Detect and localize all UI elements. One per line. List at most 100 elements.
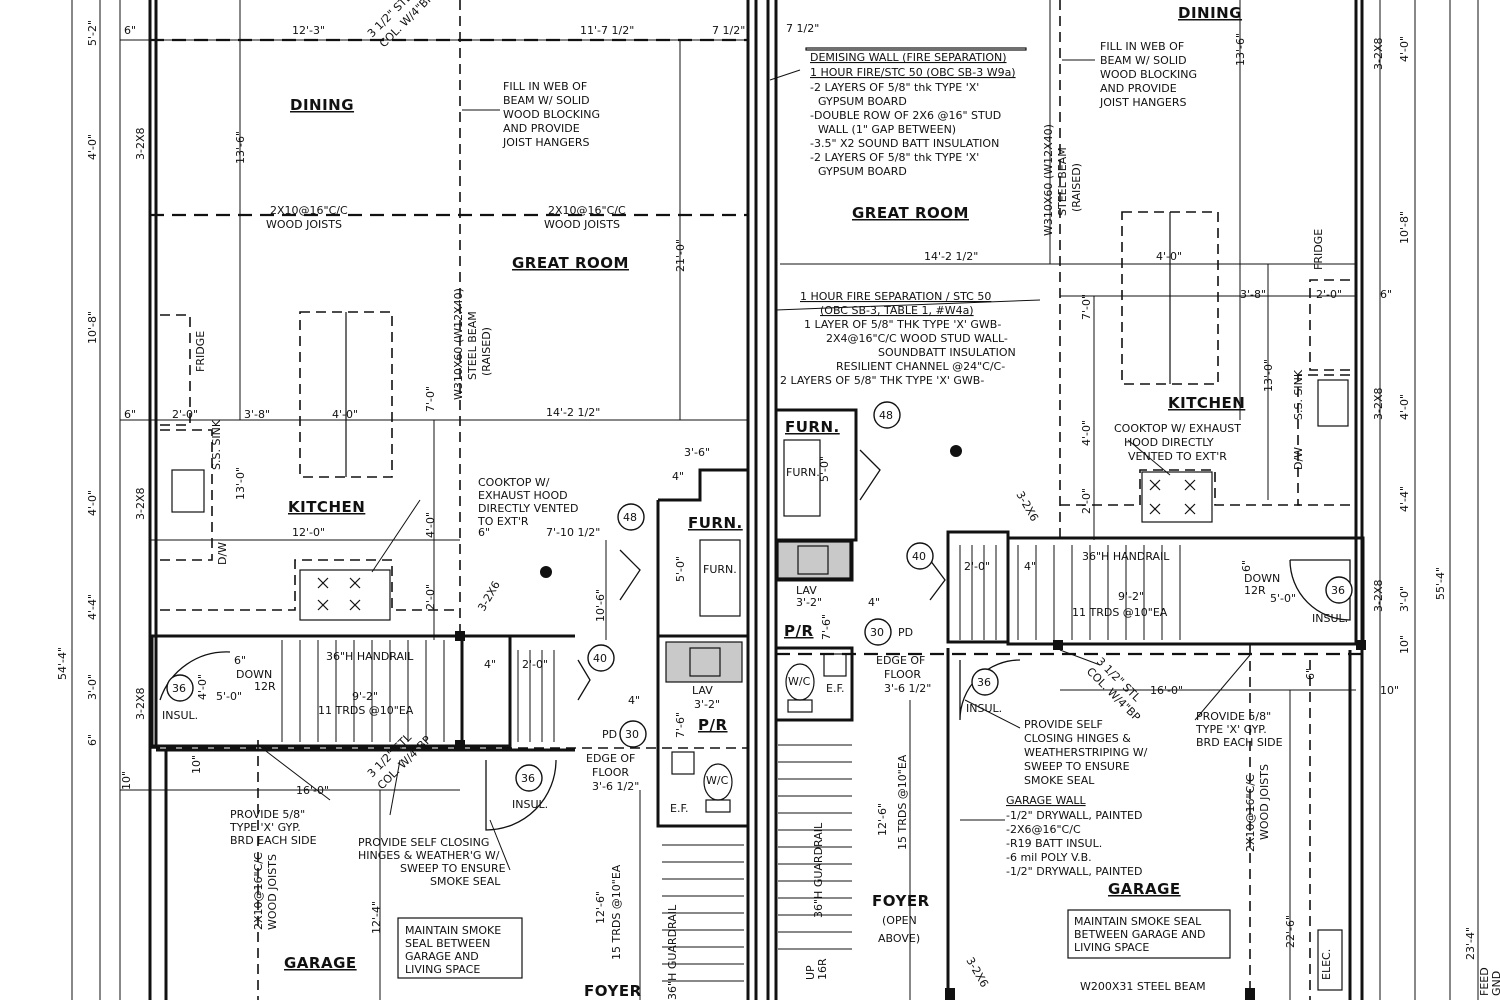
dimension-label: 6": [124, 24, 136, 37]
dimension-label: 12'-0": [292, 526, 325, 539]
note-line: WOOD JOISTS: [266, 218, 342, 231]
note-line: 3'-6 1/2": [592, 780, 639, 793]
dimension-label: 5'-2": [86, 20, 99, 46]
dimension-label: FEED: [1478, 967, 1491, 996]
note-line: 1 LAYER OF 5/8" THK TYPE 'X' GWB-: [804, 318, 1001, 331]
left-down-label: DOWN: [236, 668, 272, 681]
left-lav-basin: [689, 647, 721, 677]
dimension-label: 7 1/2": [712, 24, 745, 37]
left-unit-labels: DINING GREAT ROOM KITCHEN GARAGE FOYER F…: [56, 0, 745, 1000]
note-line: PROVIDE SELF: [1024, 718, 1103, 731]
right-garage-beam-label: W200X31 STEEL BEAM: [1080, 980, 1206, 993]
note-line: SWEEP TO ENSURE: [1024, 760, 1130, 773]
note-line: TO EXT'R: [477, 515, 529, 528]
right-elec-panel: [1317, 929, 1343, 991]
right-provide-gyp-note: PROVIDE 5/8" TYPE 'X' GYP. BRD EACH SIDE: [1195, 710, 1283, 749]
dimension-label: 10": [120, 771, 133, 790]
dimension-label: 7'-6": [820, 614, 833, 640]
tag-36: 36: [172, 682, 186, 695]
dimension-label: 10'-8": [1398, 211, 1411, 244]
note-line: (OBC SB-3, TABLE 1, #W4a): [820, 304, 974, 317]
left-furnace-top-wall: [658, 468, 748, 502]
right-column-post-2: [1356, 640, 1366, 650]
tag-36: 36: [521, 772, 535, 785]
dimension-label: 13'-6": [1234, 33, 1247, 66]
right-ef-label: E.F.: [826, 682, 845, 695]
right-garage-post: [945, 988, 955, 1000]
note-line: 2X10@16"C/C: [270, 204, 348, 217]
note-line: 2X10@16"C/C: [1244, 774, 1257, 852]
left-treads-15-label: 15 TRDS @10"EA: [610, 864, 623, 960]
note-line: (RAISED): [480, 327, 493, 376]
dimension-label: 4'-0": [86, 490, 99, 516]
left-lav-label: LAV: [692, 684, 713, 697]
tag-30: 30: [870, 626, 884, 639]
dimension-label: 4'-0": [1156, 250, 1182, 263]
left-sink-label: S.S. SINK: [210, 419, 223, 470]
dimension-label: 4": [484, 658, 496, 671]
dimension-label: 7'-0": [1080, 294, 1093, 320]
right-maintain-note: MAINTAIN SMOKE SEAL BETWEEN GARAGE AND L…: [1067, 909, 1231, 959]
right-dining-label: DINING: [1178, 4, 1242, 22]
note-line: PROVIDE SELF CLOSING: [358, 836, 489, 849]
right-foyer-above: ABOVE): [878, 932, 920, 945]
dimension-label: 13'-0": [234, 467, 247, 500]
note-line: -2 LAYERS OF 5/8" thk TYPE 'X': [810, 151, 979, 164]
left-furnace-bifold-icon: [619, 549, 641, 601]
dimension-label: 2'-0": [964, 560, 990, 573]
left-furnace-unit: [699, 539, 741, 617]
right-demising-note: DEMISING WALL (FIRE SEPARATION) 1 HOUR F…: [805, 47, 1027, 178]
right-furnace-unit: [783, 439, 821, 517]
note-line: COOKTOP W/ EXHAUST: [1114, 422, 1241, 435]
tag-40: 40: [593, 652, 607, 665]
note-line: -R19 BATT INSUL.: [1006, 837, 1102, 850]
dimension-label: 6": [1304, 668, 1317, 680]
dimension-label: 3'-8": [244, 408, 270, 421]
right-sink: [1317, 379, 1349, 427]
note-line: DIRECTLY VENTED: [478, 502, 578, 515]
dimension-label: 13'-0": [1262, 359, 1275, 392]
right-garage-joists-note: 2X10@16"C/C WOOD JOISTS: [1244, 764, 1271, 852]
dimension-label: 54'-4": [56, 647, 69, 680]
left-furn-label: FURN.: [688, 514, 743, 532]
right-cooktop-burners: [1149, 479, 1196, 515]
note-line: WOOD BLOCKING: [1100, 68, 1197, 81]
right-lav-counter: [777, 541, 851, 579]
note-line: 2 LAYERS OF 5/8" THK TYPE 'X' GWB-: [780, 374, 984, 387]
left-pr-label: P/R: [698, 716, 728, 734]
note-line: 2X4@16"C/C WOOD STUD WALL-: [826, 332, 1008, 345]
right-stair-enclosure: [1006, 536, 1365, 646]
right-down-label: DOWN: [1244, 572, 1280, 585]
right-cooktop-note: COOKTOP W/ EXHAUST HOOD DIRECTLY VENTED …: [1114, 422, 1241, 463]
note-line: TYPE 'X' GYP.: [1195, 723, 1267, 736]
right-maintain-box: [1067, 909, 1231, 959]
left-joists-note: 2X10@16"C/C WOOD JOISTS 2X10@16"C/C WOOD…: [266, 204, 626, 231]
dimension-label: 7'-0": [424, 386, 437, 412]
left-furn-small-label: FURN.: [703, 563, 737, 576]
left-ef-fan-icon: [671, 751, 695, 775]
note-line: EDGE OF: [586, 752, 635, 765]
stairs: [281, 545, 1181, 982]
left-fridge-bay: [160, 314, 191, 426]
left-treads-label: 11 TRDS @10"EA: [318, 704, 414, 717]
left-dw-label: D/W: [216, 542, 229, 565]
note-line: -2X6@16"C/C: [1006, 823, 1081, 836]
note-line: -6 mil POLY V.B.: [1006, 851, 1092, 864]
left-cooktop-burners: [317, 577, 361, 611]
note-line: FLOOR: [592, 766, 629, 779]
dimension-label: 2'-0": [522, 658, 548, 671]
dimension-label: 12'-6": [594, 891, 607, 924]
left-fill-web-note: FILL IN WEB OF BEAM W/ SOLID WOOD BLOCKI…: [502, 80, 600, 149]
dimension-label: UP: [804, 965, 817, 980]
note-line: DEMISING WALL (FIRE SEPARATION): [810, 51, 1007, 64]
left-pr-enclosure: [656, 634, 750, 828]
right-fire-sep-note: 1 HOUR FIRE SEPARATION / STC 50 (OBC SB-…: [780, 290, 1016, 387]
dimension-label: 3-2X8: [134, 687, 147, 720]
leaders: [257, 59, 1251, 871]
note-line: BRD EACH SIDE: [230, 834, 317, 847]
note-line: STEEL BEAM: [1056, 147, 1069, 216]
dimension-label: 16'-0": [1150, 684, 1183, 697]
dimension-label: 2'-0": [424, 584, 437, 610]
note-line: 1 HOUR FIRE/STC 50 (OBC SB-3 W9a): [810, 66, 1016, 79]
left-insul-door-icon: [159, 651, 231, 701]
